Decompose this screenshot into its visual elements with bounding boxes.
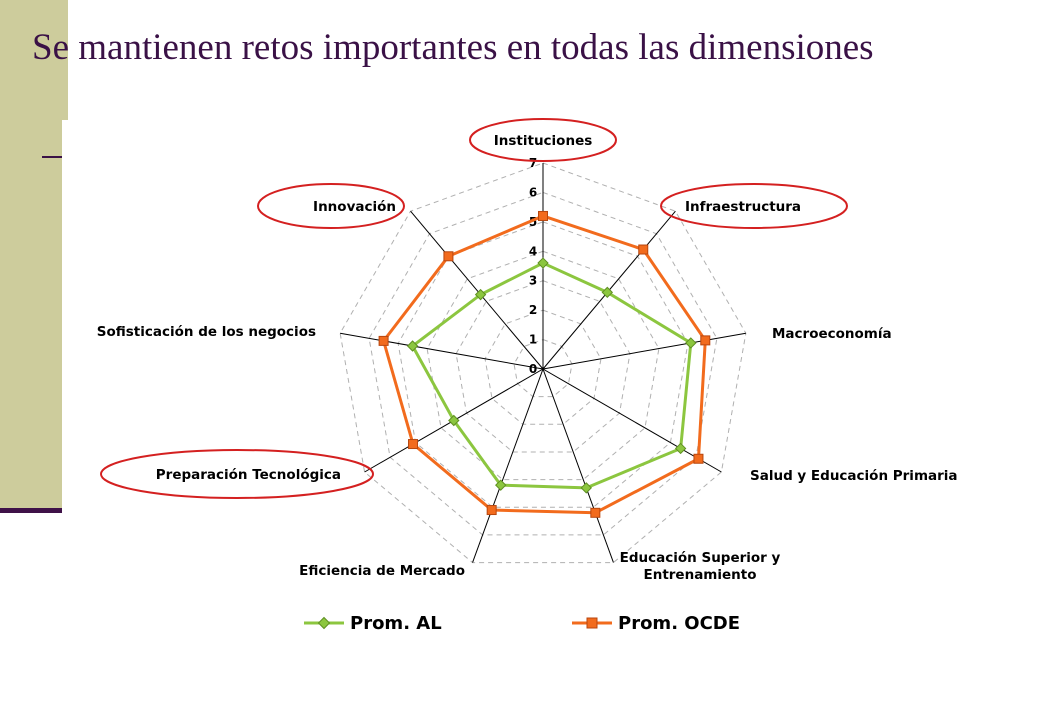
- side-band: [0, 0, 68, 510]
- radar-grid-ring: [397, 221, 689, 508]
- radar-tick-label: 2: [529, 303, 537, 317]
- series-marker-diamond: [448, 414, 460, 427]
- series-line-diamond: [410, 261, 693, 490]
- radar-grid-ring: [426, 250, 660, 481]
- category-label: Infraestructura: [685, 199, 801, 215]
- category-label: Innovación: [313, 199, 396, 215]
- radar-tick-label: 3: [529, 274, 537, 288]
- radar-tick-label: 1: [529, 333, 537, 347]
- radar-tick-label: 4: [529, 244, 537, 258]
- radar-axis-spoke: [410, 210, 544, 370]
- legend-marker-square: [586, 617, 598, 629]
- series-marker-square: [638, 244, 649, 255]
- series-marker-square: [700, 335, 711, 346]
- category-label: Macroeconomía: [772, 326, 892, 342]
- side-rule: [0, 508, 68, 513]
- radar-axis-spoke: [542, 368, 722, 473]
- radar-tick-label: 0: [529, 362, 537, 376]
- radar-tick-label: 7: [529, 156, 537, 170]
- category-label: Salud y Educación Primaria: [750, 468, 958, 484]
- series-marker-square: [590, 507, 601, 518]
- series-marker-square: [486, 505, 497, 516]
- series-marker-diamond: [674, 442, 687, 455]
- legend-marker-diamond: [317, 616, 331, 630]
- category-label: Instituciones: [494, 133, 593, 149]
- radar-grid-ring: [484, 309, 602, 425]
- series-marker-diamond: [537, 257, 549, 269]
- radar-tick-label: 6: [529, 185, 537, 199]
- radar-axis-spoke: [340, 332, 544, 370]
- series-marker-diamond: [495, 479, 507, 491]
- category-label: Sofisticación de los negocios: [97, 324, 316, 340]
- radar-grid-ring: [368, 191, 718, 536]
- title-dash: [42, 156, 64, 158]
- category-label: Eficiencia de Mercado: [299, 563, 465, 579]
- series-marker-square: [538, 210, 548, 221]
- radar-grid-ring: [455, 280, 631, 453]
- legend-label: Prom. AL: [350, 613, 442, 634]
- radar-axis-spoke: [542, 332, 746, 370]
- highlight-ellipse: [660, 183, 848, 229]
- highlight-ellipse: [257, 183, 405, 229]
- series-marker-square: [443, 251, 454, 262]
- category-label: Preparación Tecnológica: [156, 467, 341, 483]
- slide-title: Se mantienen retos importantes en todas …: [32, 27, 874, 68]
- series-marker-square: [378, 335, 389, 346]
- series-marker-square: [408, 439, 419, 450]
- highlight-ellipse: [469, 118, 617, 162]
- series-marker-square: [693, 453, 704, 464]
- highlight-ellipse: [100, 449, 374, 499]
- legend-label: Prom. OCDE: [618, 613, 740, 634]
- radar-axis-spoke: [542, 368, 614, 563]
- radar-chart-svg: 01234567InstitucionesInfraestructuraMacr…: [97, 118, 958, 634]
- series-marker-diamond: [406, 340, 419, 352]
- series-marker-diamond: [580, 482, 592, 494]
- series-line-square: [381, 214, 707, 515]
- radar-grid-ring: [339, 162, 747, 564]
- radar-axis-spoke: [472, 368, 544, 563]
- series-marker-diamond: [685, 337, 697, 349]
- radar-grid-ring: [513, 339, 573, 398]
- series-marker-diamond: [601, 286, 614, 299]
- series-marker-diamond: [474, 288, 487, 301]
